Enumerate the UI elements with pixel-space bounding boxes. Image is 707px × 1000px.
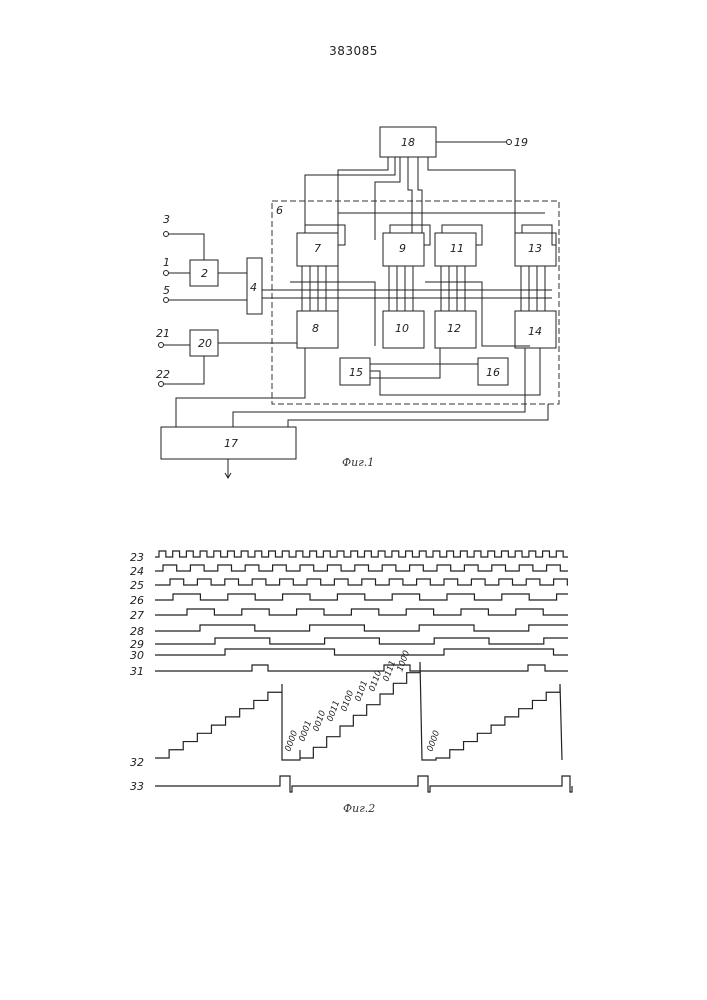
waveform-30 <box>155 649 568 655</box>
terminal-21 <box>159 343 164 348</box>
block-10-label: 10 <box>395 322 409 335</box>
block-17-label: 17 <box>224 437 238 450</box>
block-4-label: 4 <box>250 281 257 294</box>
signal-label-31: 31 <box>130 665 144 678</box>
waveform-29 <box>155 638 568 644</box>
waveform-32 <box>155 662 562 760</box>
code-label-0010: 0010 <box>311 709 328 733</box>
signal-label-30: 30 <box>130 649 144 662</box>
signal-label-25: 25 <box>130 579 144 592</box>
code-label-0110: 0110 <box>367 669 384 693</box>
block-2-label: 2 <box>201 267 208 280</box>
terminal-3 <box>164 232 169 237</box>
waveform-26 <box>155 594 568 600</box>
terminal-3-label: 3 <box>163 213 170 226</box>
figure1-block-diagram: 6 18 19 7 9 11 13 <box>156 127 559 478</box>
block-18-label: 18 <box>401 136 415 149</box>
block-13-label: 13 <box>528 242 542 255</box>
terminal-1-label: 1 <box>163 256 170 269</box>
terminal-22-label: 22 <box>156 368 170 381</box>
code-label-0011: 0011 <box>325 699 342 723</box>
figure2-timing-diagram: 2324252627282930313233 00000001001000110… <box>130 551 572 815</box>
block-11-label: 11 <box>450 242 464 255</box>
waveform-33 <box>155 776 572 792</box>
signal-label-28: 28 <box>130 625 144 638</box>
signal-label-27: 27 <box>130 609 144 622</box>
figure1-caption: Фиг.1 <box>342 456 374 469</box>
block-9-label: 9 <box>399 242 406 255</box>
terminal-19 <box>507 140 512 145</box>
terminal-21-label: 21 <box>156 327 170 340</box>
code-label-0100: 0100 <box>339 689 356 713</box>
terminal-5 <box>164 298 169 303</box>
terminal-1 <box>164 271 169 276</box>
waveform-28 <box>155 625 568 631</box>
block-12-label: 12 <box>447 322 461 335</box>
code-label-second-cycle: 0000 <box>425 729 442 753</box>
block-15-label: 15 <box>349 366 363 379</box>
block-8-label: 8 <box>312 322 319 335</box>
waveform-31 <box>155 665 568 671</box>
waveform-23 <box>155 551 568 557</box>
terminal-19-label: 19 <box>514 136 528 149</box>
code-label-0111: 0111 <box>381 659 398 683</box>
block-20-label: 20 <box>198 337 212 350</box>
block-6-label: 6 <box>276 204 283 217</box>
code-label-0101: 0101 <box>353 679 370 703</box>
figure2-caption: Фиг.2 <box>343 802 375 815</box>
waveform-27 <box>155 609 568 615</box>
signal-label-26: 26 <box>130 594 144 607</box>
block-14-label: 14 <box>528 325 542 338</box>
signal-label-23: 23 <box>130 551 144 564</box>
waveform-24 <box>155 565 568 571</box>
block-16-label: 16 <box>486 366 500 379</box>
block-6-boundary <box>272 201 559 404</box>
block-7-label: 7 <box>314 242 321 255</box>
code-label-0000: 0000 <box>283 729 300 753</box>
terminal-22 <box>159 382 164 387</box>
waveform-25 <box>155 579 568 585</box>
code-label-0001: 0001 <box>297 719 314 743</box>
signal-label-24: 24 <box>130 565 144 578</box>
signal-label-32: 32 <box>130 756 144 769</box>
signal-label-33: 33 <box>130 780 144 793</box>
terminal-5-label: 5 <box>163 284 170 297</box>
